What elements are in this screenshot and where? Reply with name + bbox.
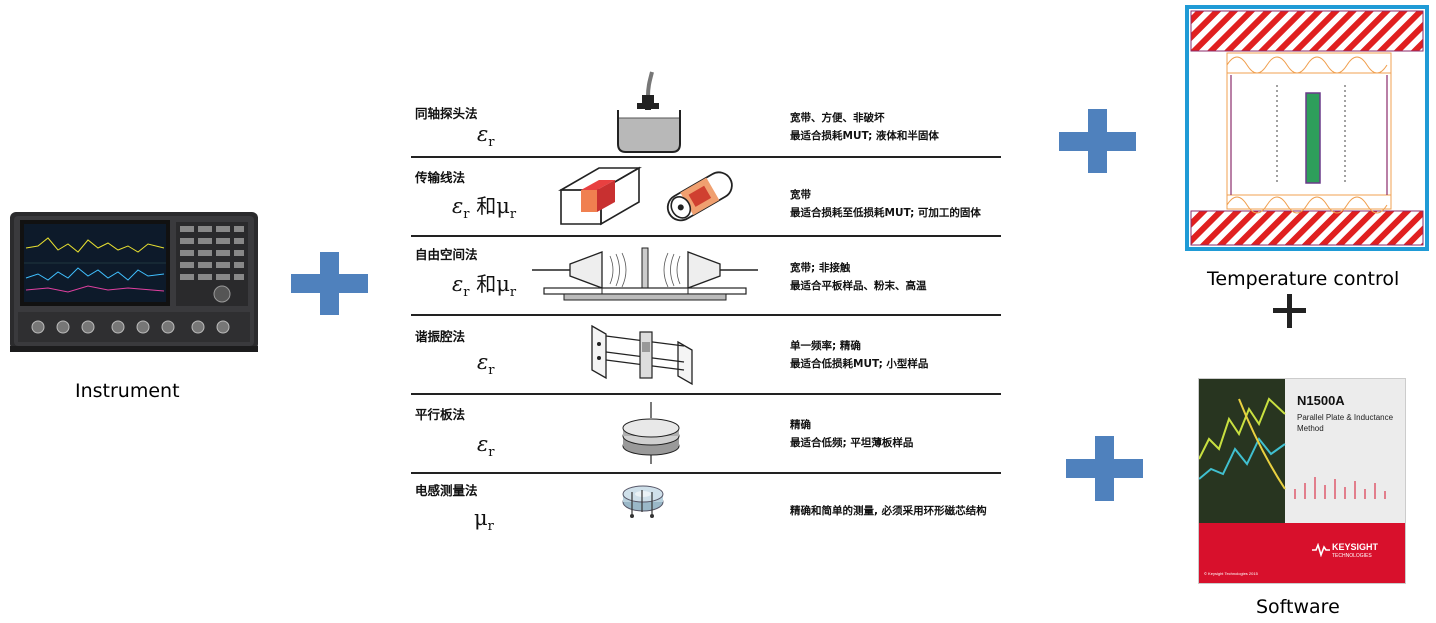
keysight-brand: KEYSIGHT (1332, 542, 1379, 552)
plus-icon-2 (1059, 109, 1136, 173)
coaxial-probe-illustration (617, 71, 681, 153)
keysight-logo-icon (1312, 543, 1330, 557)
method-symbol: μr (474, 506, 494, 534)
method-symbol: εr (477, 432, 495, 460)
software-product-name: N1500A (1297, 393, 1345, 408)
method-description: 精确和简单的测量, 必须采用环形磁芯结构 (790, 505, 987, 517)
software-caption: Software (1256, 596, 1340, 618)
table-divider (411, 235, 1001, 237)
temperature-chamber-illustration (1185, 5, 1429, 251)
table-divider (411, 156, 1001, 158)
software-red-band: KEYSIGHT TECHNOLOGIES © Keysight Technol… (1199, 523, 1405, 583)
transmission-line-illustration (558, 166, 733, 226)
method-title: 传输线法 (415, 170, 466, 185)
method-title: 自由空间法 (415, 247, 478, 262)
method-description: 宽带; 非接触最适合平板样品、粉末、高温 (790, 262, 927, 292)
method-description: 宽带最适合损耗至低损耗MUT; 可加工的固体 (790, 189, 981, 219)
method-title: 谐振腔法 (415, 329, 466, 344)
inductance-toroid-illustration (622, 485, 664, 518)
resonant-cavity-illustration (591, 324, 693, 386)
method-title: 电感测量法 (415, 483, 478, 498)
software-copyright: © Keysight Technologies 2015 (1204, 571, 1258, 576)
small-plus-icon (1273, 294, 1306, 328)
plus-icon-3 (1066, 436, 1143, 501)
free-space-illustration (532, 247, 758, 301)
keysight-brand-sub: TECHNOLOGIES (1332, 553, 1372, 559)
method-title: 平行板法 (415, 407, 466, 422)
software-box-artwork (1199, 379, 1405, 523)
parallel-plate-illustration (622, 402, 680, 464)
table-divider (411, 393, 1001, 395)
method-symbol: εr 和μr (452, 194, 517, 222)
method-title: 同轴探头法 (415, 106, 478, 121)
method-symbol: εr 和μr (452, 272, 517, 300)
plus-icon-1 (291, 252, 368, 315)
method-symbol: εr (477, 350, 495, 378)
method-description: 单一频率; 精确最适合低损耗MUT; 小型样品 (790, 340, 929, 370)
method-description: 宽带、方便、非破坏最适合损耗MUT; 液体和半固体 (790, 112, 939, 142)
instrument-image (8, 208, 260, 356)
method-symbol: εr (477, 122, 495, 150)
temperature-caption: Temperature control (1207, 268, 1400, 290)
method-description: 精确最适合低频; 平坦薄板样品 (790, 419, 914, 449)
instrument-caption: Instrument (75, 380, 180, 402)
table-divider (411, 314, 1001, 316)
table-divider (411, 472, 1001, 474)
